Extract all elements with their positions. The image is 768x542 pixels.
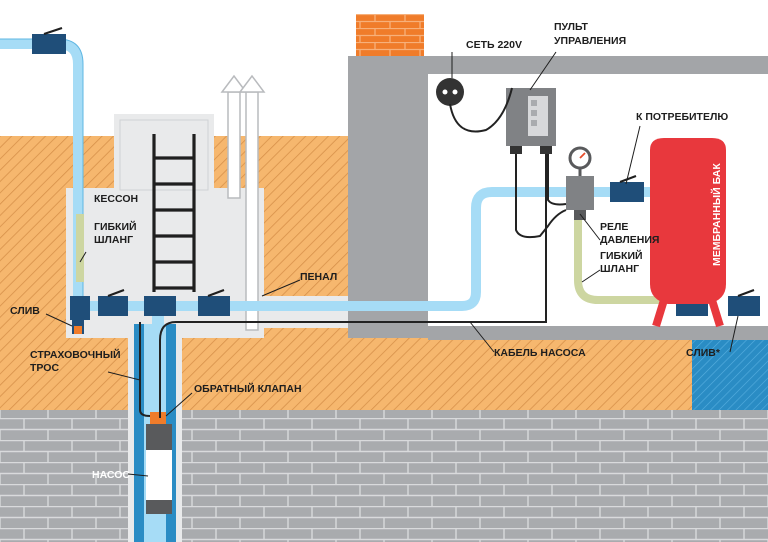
label-pressure-relay-1: РЕЛЕ [600, 221, 628, 233]
label-control-panel-1: ПУЛЬТ [554, 21, 589, 33]
label-drain-left: СЛИВ [10, 305, 40, 317]
label-membrane-tank: МЕМБРАННЫЙ БАК [710, 163, 723, 266]
label-caisson: КЕССОН [94, 193, 138, 205]
label-safety-rope-2: ТРОС [30, 362, 59, 374]
label-flex-hose-left-2: ШЛАНГ [94, 234, 133, 246]
label-flex-hose-right-1: ГИБКИЙ [600, 249, 643, 262]
drain-left-cap [74, 326, 82, 334]
flex-hose-right [574, 214, 676, 304]
house-wall [348, 56, 428, 338]
ventilation-pipes [220, 74, 266, 331]
label-casing: ПЕНАЛ [300, 271, 337, 283]
label-safety-rope-1: СТРАХОВОЧНЫЙ [30, 348, 121, 361]
leader-lines [45, 51, 739, 477]
label-network: СЕТЬ 220V [466, 39, 522, 51]
power-socket-icon [436, 78, 464, 106]
label-flex-hose-right-2: ШЛАНГ [600, 263, 639, 275]
label-pump-cable: КАБЕЛЬ НАСОСА [494, 347, 586, 359]
cables [139, 87, 567, 418]
label-pump: НАСОС [92, 469, 130, 481]
caisson-ladder [152, 134, 196, 292]
submersible-pump [146, 424, 172, 514]
membrane-tank [650, 138, 726, 328]
label-to-consumer: К ПОТРЕБИТЕЛЮ [636, 111, 728, 123]
label-control-panel-2: УПРАВЛЕНИЯ [554, 35, 626, 47]
label-pressure-relay-2: ДАВЛЕНИЯ [600, 234, 659, 246]
label-check-valve: ОБРАТНЫЙ КЛАПАН [194, 382, 302, 395]
casing-sleeve [262, 296, 348, 328]
flex-hose-left [76, 214, 84, 282]
house-roof [348, 56, 768, 74]
pressure-relay [566, 146, 594, 220]
label-drain-right: СЛИВ* [686, 347, 721, 359]
check-valve-body [150, 412, 166, 424]
label-flex-hose-left-1: ГИБКИЙ [94, 220, 137, 233]
control-panel [506, 88, 556, 154]
house-floor [428, 326, 768, 340]
